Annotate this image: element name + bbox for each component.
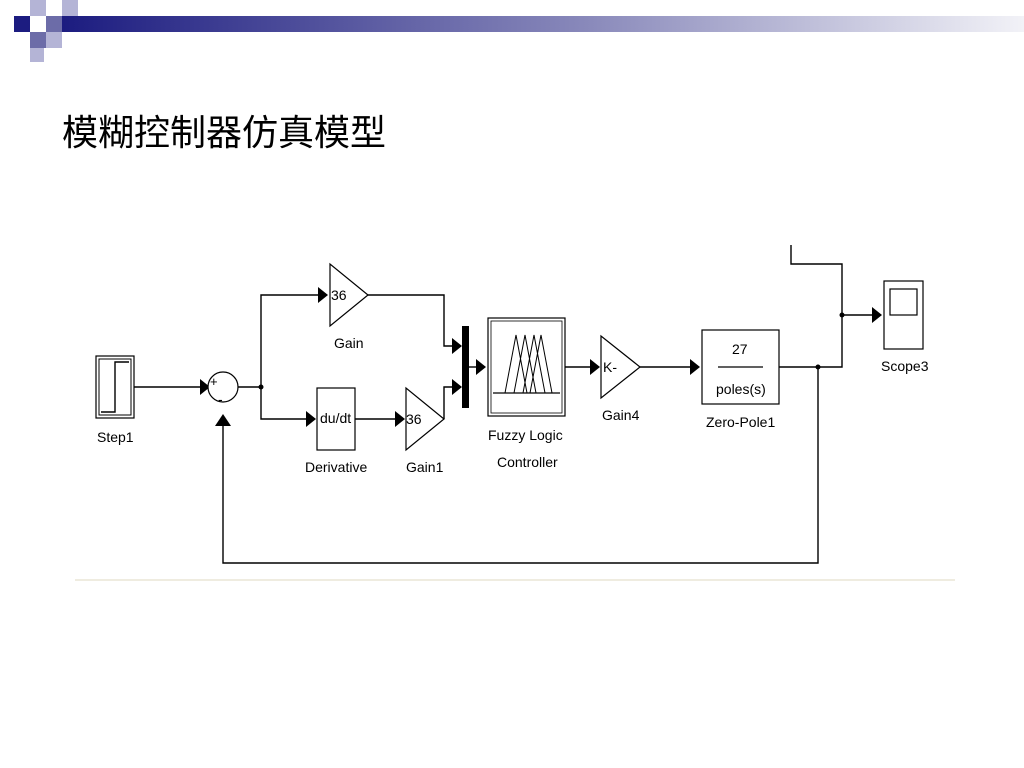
slide-title: 模糊控制器仿真模型 <box>62 113 387 154</box>
arrow-into-fuzzy <box>476 359 486 375</box>
zero-pole-denominator: poles(s) <box>716 381 766 397</box>
arrow-into-scope <box>872 307 882 323</box>
derivative-block[interactable]: du/dt <box>316 387 356 451</box>
arrow-into-gain4 <box>590 359 600 375</box>
header-square <box>30 48 44 62</box>
wire-scope-second-input <box>790 245 843 315</box>
gain-value: 36 <box>331 287 347 303</box>
header-square <box>30 32 46 48</box>
arrow-into-mux-bottom <box>452 379 462 395</box>
mux-block[interactable] <box>462 326 469 408</box>
gain1-block[interactable]: 36 <box>405 386 445 452</box>
gain1-label: Gain1 <box>406 459 444 475</box>
arrow-into-gain1 <box>395 411 405 427</box>
gain-label: Gain <box>334 335 364 351</box>
fuzzy-label-line1: Fuzzy Logic <box>488 427 563 443</box>
fuzzy-label-line2: Controller <box>497 454 558 470</box>
wire-to-gain <box>260 294 318 387</box>
arrow-into-gain <box>318 287 328 303</box>
zero-pole-block[interactable]: 27 poles(s) <box>701 329 780 405</box>
branch-point <box>839 312 845 318</box>
derivative-label: Derivative <box>305 459 367 475</box>
fuzzy-logic-controller-block[interactable] <box>487 317 566 417</box>
zero-pole-numerator: 27 <box>732 341 748 357</box>
step-label: Step1 <box>97 429 134 445</box>
slide-header-decoration <box>14 0 1024 62</box>
header-square <box>46 32 62 48</box>
zero-pole-label: Zero-Pole1 <box>706 414 775 430</box>
header-square <box>30 0 46 16</box>
derivative-text: du/dt <box>320 410 351 426</box>
arrow-into-mux-top <box>452 338 462 354</box>
scope-label: Scope3 <box>881 358 929 374</box>
sum-plus-sign: + <box>210 374 218 389</box>
header-square <box>46 16 62 32</box>
arrow-into-sum-minus <box>215 414 231 426</box>
wire-gain1-to-mux <box>443 386 452 419</box>
header-square <box>62 0 78 16</box>
gain1-value: 36 <box>406 411 422 427</box>
wire-feedback <box>222 367 819 564</box>
sum-minus-sign: - <box>218 391 223 407</box>
header-gradient-bar <box>62 16 1024 32</box>
gain4-label: Gain4 <box>602 407 640 423</box>
gain4-block[interactable]: K- <box>600 334 641 400</box>
scope-block[interactable] <box>883 280 924 350</box>
gain-block[interactable]: 36 <box>329 262 369 328</box>
arrow-into-zeropole <box>690 359 700 375</box>
sum-block[interactable]: + - <box>207 371 239 407</box>
wire-to-derivative <box>260 387 306 420</box>
arrow-into-sum <box>200 379 210 395</box>
step-block[interactable] <box>95 355 135 419</box>
wire-zeropole-out <box>779 314 872 368</box>
wire-gain-to-mux <box>368 294 452 347</box>
header-square <box>14 16 30 32</box>
gain4-value: K- <box>603 359 617 375</box>
arrow-into-derivative <box>306 411 316 427</box>
